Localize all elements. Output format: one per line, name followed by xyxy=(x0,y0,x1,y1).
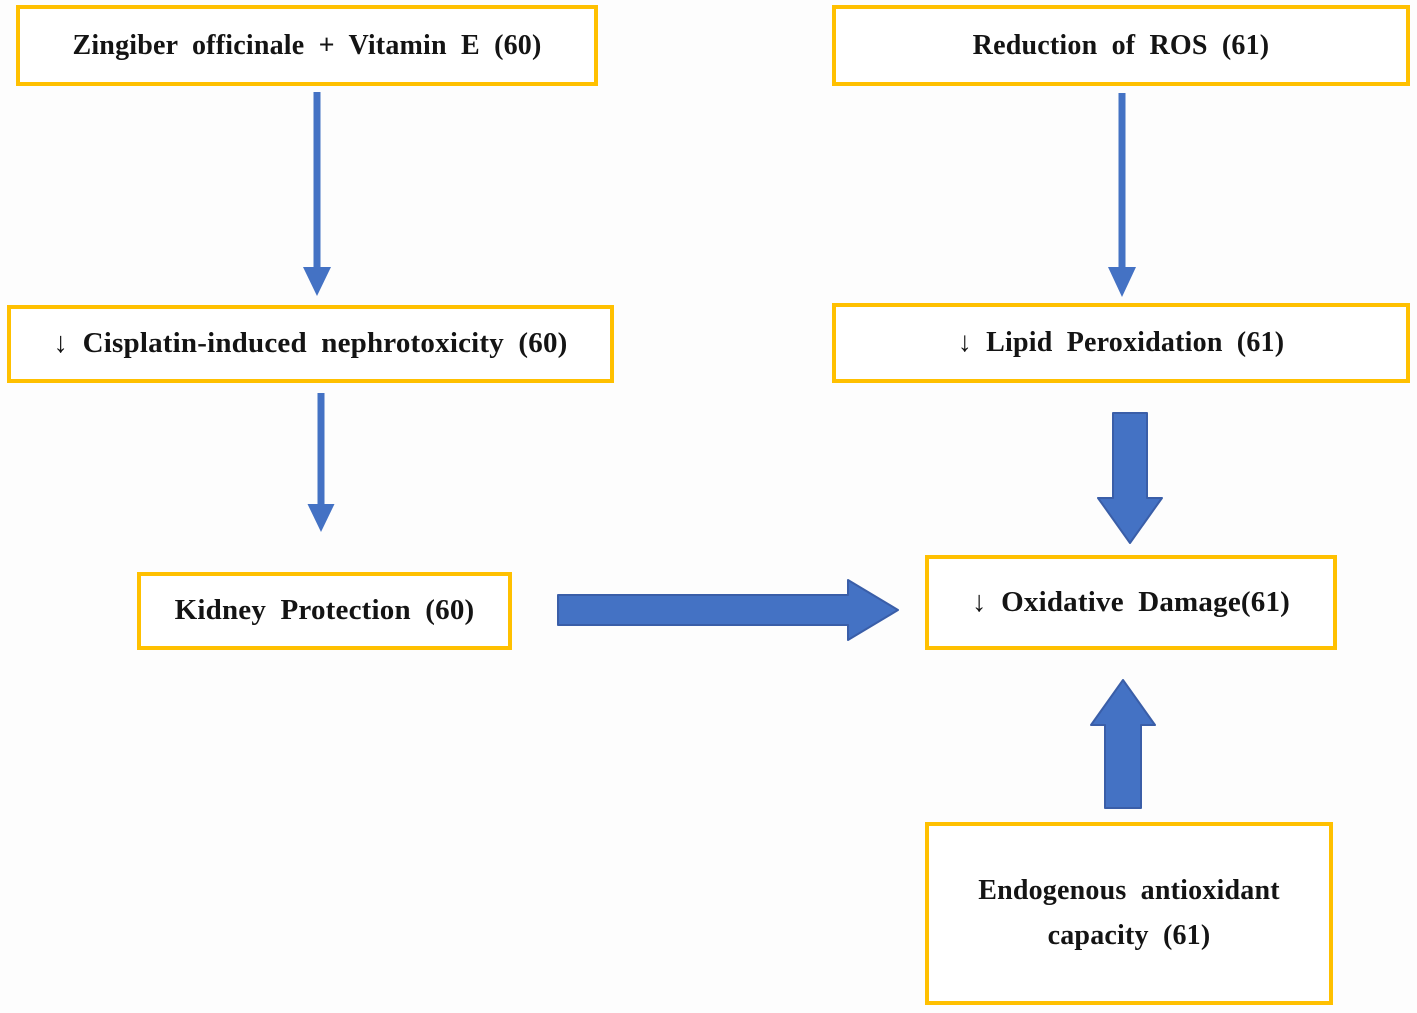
node-zingiber-label: Zingiber officinale + Vitamin E (60) xyxy=(72,29,542,61)
node-ros-label: Reduction of ROS (61) xyxy=(972,29,1270,61)
node-lipid-peroxidation: ↓ Lipid Peroxidation (61) xyxy=(832,303,1410,383)
node-lipid-label: ↓ Lipid Peroxidation (61) xyxy=(957,327,1285,359)
node-zingiber-vitamin-e: Zingiber officinale + Vitamin E (60) xyxy=(16,5,598,86)
node-oxidative-label: ↓ Oxidative Damage(61) xyxy=(971,585,1290,618)
node-endogenous-antioxidant-capacity: Endogenous antioxidant capacity (61) xyxy=(925,822,1333,1005)
node-endogenous-label: Endogenous antioxidant capacity (61) xyxy=(978,874,1280,951)
node-oxidative-damage: ↓ Oxidative Damage(61) xyxy=(925,555,1337,650)
node-cisplatin-nephrotoxicity: ↓ Cisplatin-induced nephrotoxicity (60) xyxy=(7,305,614,383)
node-reduction-of-ros: Reduction of ROS (61) xyxy=(832,5,1410,86)
arrow-kidney-to-oxidative-icon xyxy=(557,579,899,641)
node-kidney-label: Kidney Protection (60) xyxy=(174,594,475,627)
arrow-cisplatin-to-kidney-icon xyxy=(307,393,335,532)
node-kidney-protection: Kidney Protection (60) xyxy=(137,572,512,650)
arrow-ros-to-lipid-icon xyxy=(1108,93,1136,297)
arrow-zingiber-to-cisplatin-icon xyxy=(303,92,331,296)
node-cisplatin-label: ↓ Cisplatin-induced nephrotoxicity (60) xyxy=(53,327,568,360)
arrow-lipid-to-oxidative-icon xyxy=(1097,412,1163,544)
arrow-endogenous-to-oxidative-icon xyxy=(1090,679,1156,809)
